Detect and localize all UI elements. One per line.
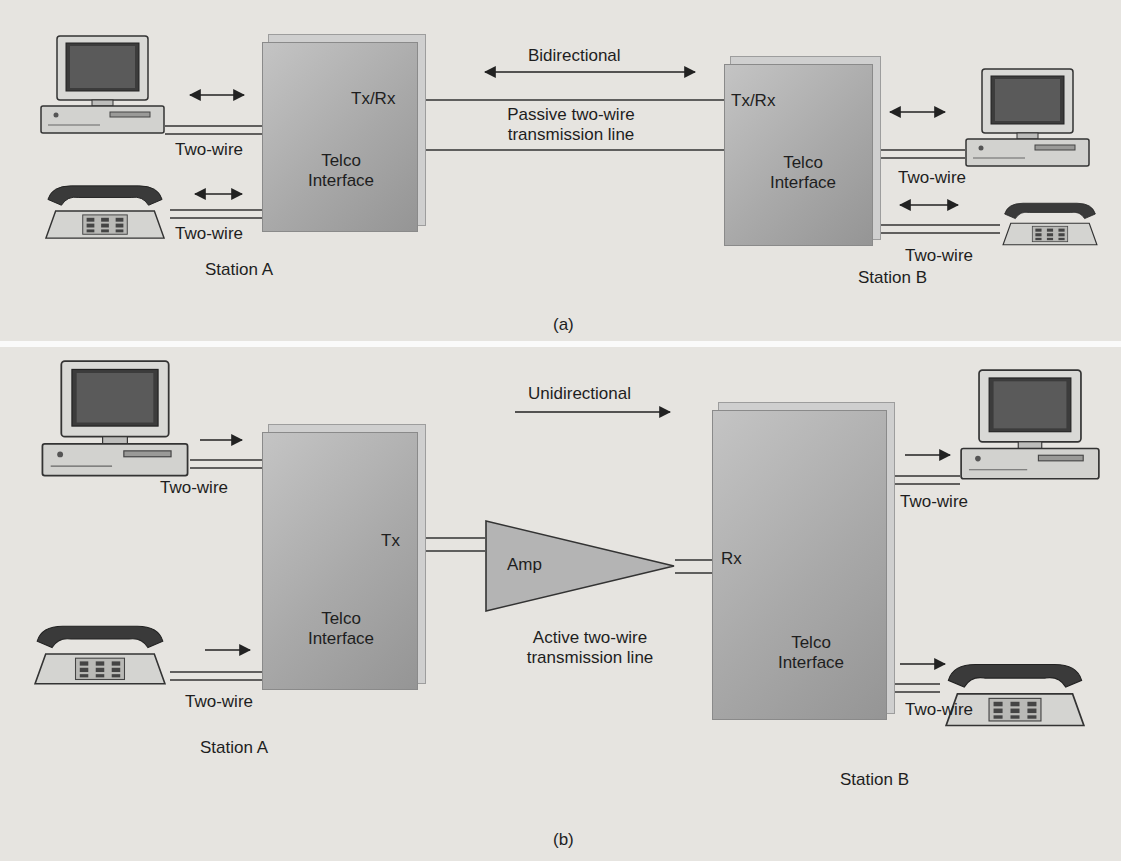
port-label: Tx/Rx xyxy=(351,89,395,109)
diagram-label: (a) xyxy=(553,315,574,335)
diagram-label: Two-wire xyxy=(160,478,228,498)
station-devices xyxy=(35,36,1099,725)
diagram-label: Two-wire xyxy=(175,140,243,160)
telco-interface-box: Tx/RxTelco Interface xyxy=(724,64,873,246)
box-label: Telco Interface xyxy=(291,151,391,192)
diagram-label: Two-wire xyxy=(175,224,243,244)
transmission-line xyxy=(418,100,724,150)
panel-divider xyxy=(0,341,1121,347)
diagram-label: Two-wire xyxy=(905,246,973,266)
port-label: Tx xyxy=(381,531,400,551)
box-label: Telco Interface xyxy=(761,633,861,674)
diagram-label: Station B xyxy=(858,268,927,288)
diagram-label: Two-wire xyxy=(905,700,973,720)
telco-interface-box: TxTelco Interface xyxy=(262,432,418,690)
diagram-label: Two-wire xyxy=(898,168,966,188)
diagram-label: (b) xyxy=(553,830,574,850)
diagram-label: Active two-wire transmission line xyxy=(495,628,685,669)
box-label: Telco Interface xyxy=(753,153,853,194)
diagram-label: Bidirectional xyxy=(528,46,621,66)
diagram-label: Station A xyxy=(200,738,268,758)
line-label: Passive two-wire transmission line xyxy=(483,104,659,147)
telco-interface-box: RxTelco Interface xyxy=(712,410,887,720)
diagram-label: Station A xyxy=(205,260,273,280)
transmission-line xyxy=(675,560,712,573)
diagram-label: Unidirectional xyxy=(528,384,631,404)
diagram-label: Two-wire xyxy=(900,492,968,512)
diagram-label: Two-wire xyxy=(185,692,253,712)
diagram-label: Station B xyxy=(840,770,909,790)
amplifier-triangle: Amp xyxy=(485,520,675,612)
transmission-line xyxy=(418,538,485,551)
port-label: Tx/Rx xyxy=(731,91,775,111)
port-label: Rx xyxy=(721,549,742,569)
telco-interface-box: Tx/RxTelco Interface xyxy=(262,42,418,232)
box-label: Amp xyxy=(507,555,542,575)
box-label: Telco Interface xyxy=(291,609,391,650)
